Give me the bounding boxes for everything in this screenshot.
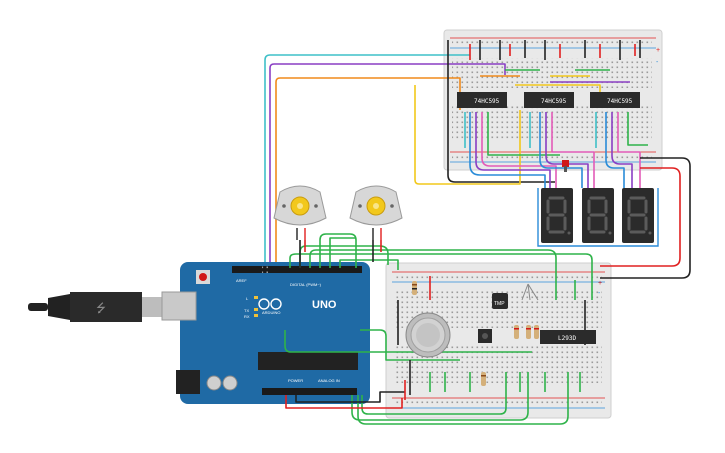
shift-register-1: 74HC595	[457, 92, 507, 108]
bottom-board-plus: +	[598, 280, 602, 287]
motor-driver-chip: L293D	[540, 330, 596, 344]
sensor-legs	[521, 283, 539, 301]
shift-register-1-label: 74HC595	[474, 98, 500, 105]
shift-register-3: 74HC595	[590, 92, 640, 108]
arduino-brand: ARDUINO	[262, 310, 280, 315]
temp-sensor-label: TMP	[494, 301, 505, 307]
arduino-analog-label: ANALOG IN	[318, 378, 340, 383]
arduino-power-label: POWER	[288, 378, 303, 383]
arduino-logo-icon	[258, 298, 282, 310]
shift-register-3-label: 74HC595	[607, 98, 633, 105]
resistor-3	[526, 325, 531, 339]
bottom-board-minus: -	[598, 290, 601, 297]
gas-sensor	[405, 312, 451, 358]
resistor-4	[534, 325, 539, 339]
usb-icon: ⭍	[96, 301, 106, 315]
resistor-5	[481, 372, 486, 386]
arduino-uno-board: UNO ARDUINO DIGITAL (PWM~) POWER ANALOG …	[161, 262, 370, 404]
motor-driver-label: L293D	[558, 335, 576, 342]
seven-segment-display-1	[541, 188, 573, 243]
arduino-l-label: L	[246, 296, 249, 301]
arduino-model: UNO	[312, 299, 337, 311]
indicator-led	[562, 160, 569, 172]
top-board-plus: +	[656, 47, 660, 54]
resistor-1	[412, 281, 417, 295]
top-board-minus: -	[656, 59, 659, 66]
usb-cable: ⭍	[28, 292, 164, 322]
shift-register-2: 74HC595	[524, 92, 574, 108]
arduino-tx-label: TX	[244, 308, 249, 313]
wires-top-board	[264, 40, 691, 279]
push-button	[478, 329, 492, 343]
wires-bottom	[284, 233, 593, 425]
arduino-digital-label: DIGITAL (PWM~)	[290, 282, 322, 287]
seven-segment-display-2	[582, 188, 614, 243]
dc-motor-1	[273, 185, 327, 240]
arduino-rx-label: RX	[244, 314, 250, 319]
dc-motor-2	[349, 185, 403, 240]
display-blue-wire	[537, 188, 659, 247]
arduino-aref-label: AREF	[236, 278, 247, 283]
resistor-2	[514, 325, 519, 339]
temperature-sensor: TMP	[492, 293, 508, 309]
shift-register-2-label: 74HC595	[541, 98, 567, 105]
seven-segment-display-3	[622, 188, 654, 243]
